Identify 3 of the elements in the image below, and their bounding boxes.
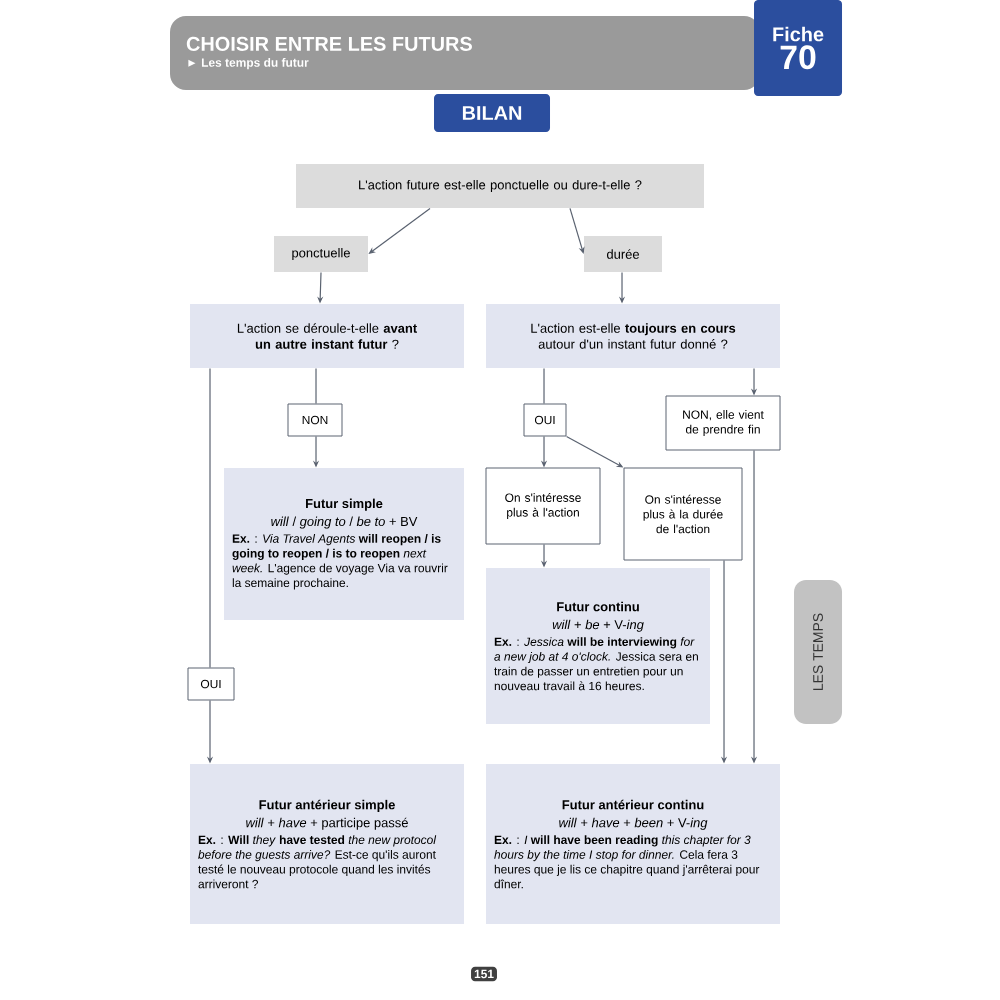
sheet-number-tab: Fiche 70	[754, 0, 842, 96]
section-tab: BILAN	[434, 94, 550, 132]
arrow	[569, 207, 585, 254]
